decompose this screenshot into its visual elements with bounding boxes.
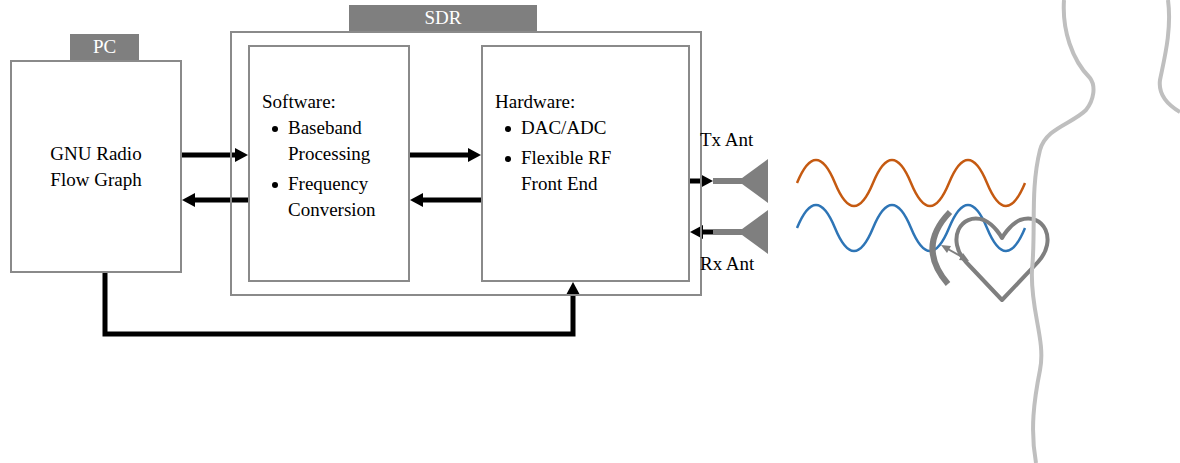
tx-wave — [797, 160, 1025, 206]
block-box: Hardware:DAC/ADC Flexible RF Front End — [481, 45, 690, 282]
antenna-label: Rx Ant — [700, 252, 754, 276]
tx-antenna — [738, 159, 768, 203]
rx-wave — [797, 205, 1025, 251]
connector — [410, 193, 481, 207]
arrow-head — [566, 282, 580, 295]
bullet-text: Flexible RF Front End — [521, 147, 611, 194]
connector — [105, 273, 580, 334]
connector — [410, 148, 481, 162]
bullet-item: Frequency Conversion — [270, 171, 392, 223]
sdr-box: SDRSoftware:Baseband ProcessingFrequency… — [230, 31, 702, 296]
bullet-dot — [505, 126, 511, 132]
bullet-item: Baseband Processing — [270, 115, 392, 167]
bullet-text: Baseband Processing — [288, 117, 370, 164]
block-heading: Software: — [262, 89, 336, 115]
tab-title: SDR — [349, 5, 537, 31]
arrow-head — [182, 193, 195, 207]
arrow-head — [468, 148, 481, 162]
box-text: GNU Radio Flow Graph — [41, 141, 151, 193]
arrow-head — [235, 148, 248, 162]
connector-line — [182, 153, 236, 158]
feed-line — [702, 230, 713, 235]
connector-line — [410, 153, 469, 158]
arrow-head — [410, 193, 423, 207]
bullet-item: Flexible RF Front End — [503, 145, 637, 197]
antenna-label: Tx Ant — [700, 128, 753, 152]
bullet-dot — [272, 126, 278, 132]
block-box: Software:Baseband ProcessingFrequency Co… — [248, 45, 410, 282]
antenna-stub — [713, 229, 742, 235]
connector-line — [194, 198, 248, 203]
connector-line — [422, 198, 481, 203]
bullet-list: DAC/ADC Flexible RF Front End — [503, 115, 637, 197]
connector-line — [105, 273, 573, 334]
body-outline — [1032, 0, 1094, 463]
pc-box: PCGNU Radio Flow Graph — [10, 60, 182, 273]
bullet-dot — [505, 156, 511, 162]
bullet-text: Frequency Conversion — [288, 173, 376, 220]
body-outline — [1160, 0, 1180, 112]
antenna-stub — [713, 178, 742, 184]
bullet-list: Baseband ProcessingFrequency Conversion — [270, 115, 392, 223]
bullet-text: DAC/ADC — [521, 117, 607, 138]
connector — [182, 193, 248, 207]
rx-antenna — [738, 210, 768, 254]
connector — [182, 148, 248, 162]
bullet-dot — [272, 182, 278, 188]
arrow-head — [941, 245, 951, 253]
bullet-item: DAC/ADC — [503, 115, 637, 141]
tab-title: PC — [70, 34, 139, 60]
chest-wall — [932, 212, 950, 284]
block-heading: Hardware: — [495, 89, 575, 115]
